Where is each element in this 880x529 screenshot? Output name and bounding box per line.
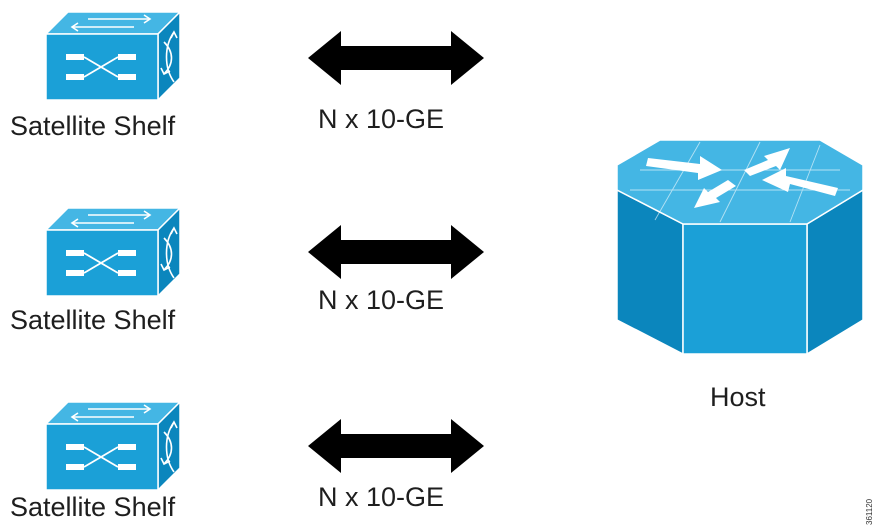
switch-icon xyxy=(45,11,181,101)
figure-id: 361120 xyxy=(865,498,874,525)
host-label: Host xyxy=(710,382,766,412)
satellite-row-2: Satellite Shelf N x 10-GE xyxy=(10,207,484,335)
link-label: N x 10-GE xyxy=(318,482,444,512)
router-icon xyxy=(616,139,864,356)
host-router: Host xyxy=(616,139,864,412)
bidirectional-arrow xyxy=(308,31,484,85)
link-label: N x 10-GE xyxy=(318,285,444,315)
satellite-label: Satellite Shelf xyxy=(10,492,176,522)
satellite-row-1: Satellite Shelf N x 10-GE xyxy=(10,11,484,141)
bidirectional-arrow xyxy=(308,419,484,473)
satellite-row-3: Satellite Shelf N x 10-GE xyxy=(10,401,484,522)
link-label: N x 10-GE xyxy=(318,104,444,134)
satellite-label: Satellite Shelf xyxy=(10,305,176,335)
switch-icon xyxy=(45,207,181,297)
satellite-label: Satellite Shelf xyxy=(10,111,176,141)
switch-icon xyxy=(45,401,181,491)
bidirectional-arrow xyxy=(308,225,484,279)
